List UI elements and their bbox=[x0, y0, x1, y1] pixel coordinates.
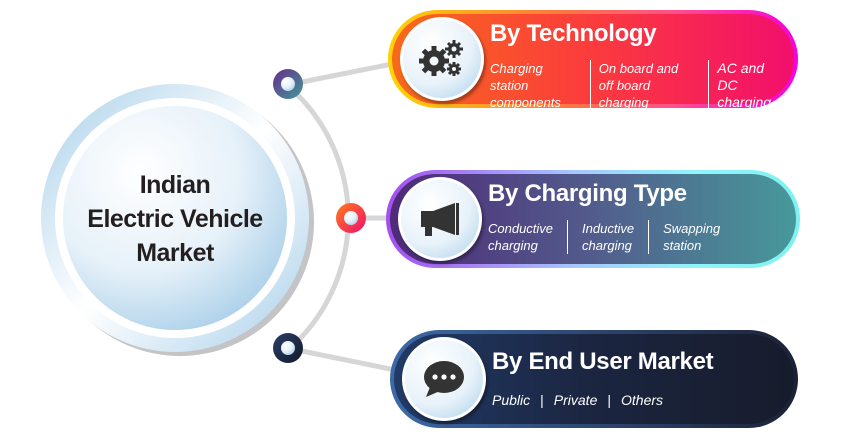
segment-title: By Charging Type bbox=[488, 180, 687, 207]
segment-item: Private bbox=[553, 392, 598, 408]
segment-technology: By Technology Charging station component… bbox=[388, 10, 798, 111]
separator: | bbox=[540, 392, 544, 408]
center-title-line: Market bbox=[136, 239, 214, 267]
segment-item: Inductive charging bbox=[567, 220, 648, 254]
segment-title: By Technology bbox=[490, 20, 657, 47]
center-title-line: Electric Vehicle bbox=[87, 205, 263, 233]
segment-item: Conductive charging bbox=[488, 221, 554, 253]
center-circle bbox=[63, 106, 287, 330]
connector-line-technology bbox=[286, 61, 393, 88]
center-title: Indian Electric Vehicle Market bbox=[75, 168, 275, 270]
segment-end-user: By End User Market Public | Private | Ot… bbox=[390, 330, 798, 428]
separator: | bbox=[607, 392, 611, 408]
segment-charging-type: By Charging Type Conductive charging Ind… bbox=[386, 170, 800, 268]
segment-item: Swapping station bbox=[648, 220, 728, 254]
chat-bubble-icon bbox=[402, 337, 486, 421]
center-title-line: Indian bbox=[139, 171, 211, 199]
segment-item: Others bbox=[621, 392, 664, 408]
segment-title: By End User Market bbox=[492, 348, 714, 375]
segment-item: Public bbox=[492, 392, 531, 408]
connector-line-end-user bbox=[286, 345, 396, 373]
segment-item: On board and off board charging bbox=[589, 60, 709, 111]
segment-item: AC and DC charging bbox=[708, 60, 794, 111]
megaphone-icon bbox=[398, 177, 482, 261]
segment-item: Charging station components bbox=[490, 61, 561, 110]
gears-icon bbox=[400, 17, 484, 101]
